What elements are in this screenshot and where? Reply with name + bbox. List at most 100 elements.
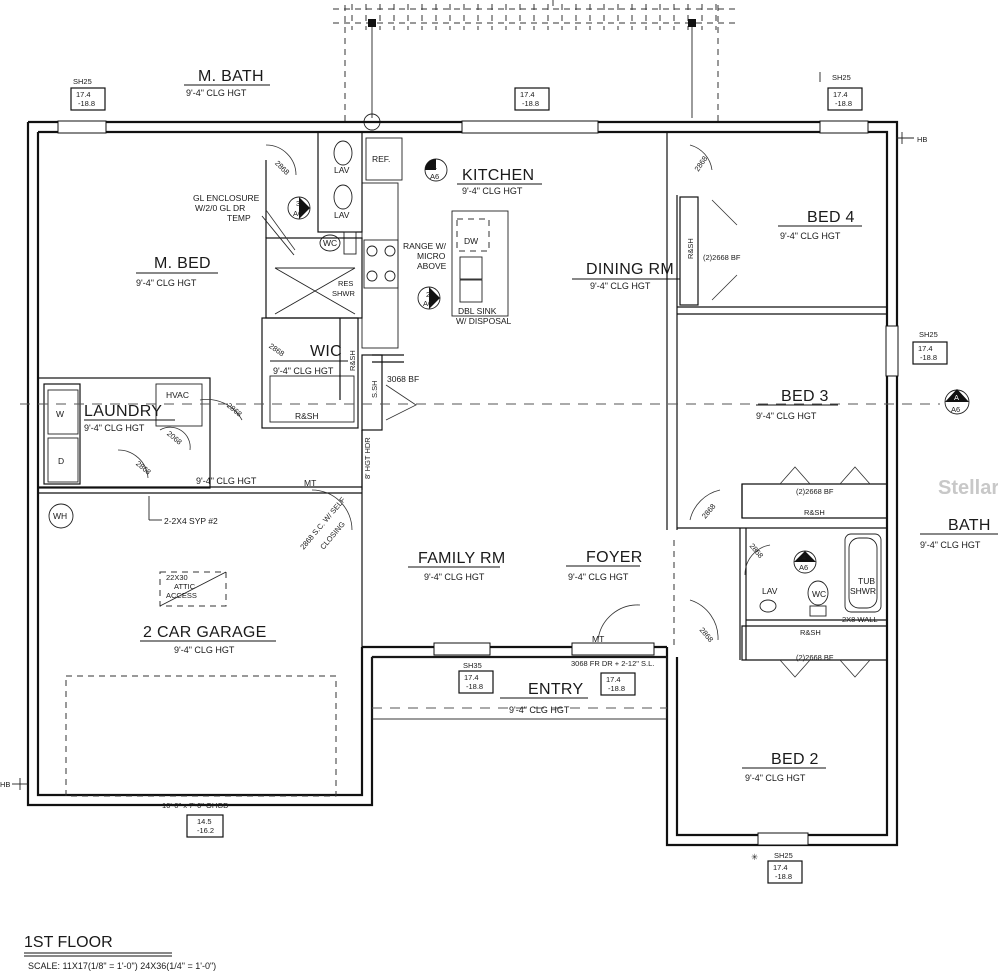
svg-text:GL ENCLOSURE: GL ENCLOSURE	[193, 193, 260, 203]
interior-walls	[20, 131, 940, 797]
svg-text:17.4: 17.4	[773, 863, 788, 872]
svg-text:R&SH: R&SH	[686, 238, 695, 259]
svg-text:MICRO: MICRO	[417, 251, 446, 261]
window-tag-nw: SH25 17.4 -18.8	[70, 77, 106, 111]
room-laundry: LAUNDRY	[84, 403, 162, 420]
svg-text:9'-4" CLG HGT: 9'-4" CLG HGT	[186, 88, 247, 98]
svg-text:-18.8: -18.8	[78, 99, 95, 108]
svg-text:2868: 2868	[134, 459, 153, 477]
svg-text:9'-4" CLG HGT: 9'-4" CLG HGT	[509, 705, 570, 715]
svg-text:17.4: 17.4	[76, 90, 91, 99]
svg-text:9'-4" CLG HGT: 9'-4" CLG HGT	[84, 423, 145, 433]
window-tag-south: SH25 17.4 -18.8	[767, 851, 803, 884]
room-bed4: BED 4	[807, 209, 855, 226]
room-master-bath: M. BATH	[198, 68, 264, 85]
svg-text:-18.8: -18.8	[522, 99, 539, 108]
svg-text:9'-4" CLG HGT: 9'-4" CLG HGT	[273, 366, 334, 376]
room-underlines	[84, 84, 998, 769]
svg-text:9'-4" CLG HGT: 9'-4" CLG HGT	[424, 572, 485, 582]
svg-text:✳: ✳	[751, 852, 758, 862]
svg-text:9'-4" CLG HGT: 9'-4" CLG HGT	[756, 411, 817, 421]
section-marker-2: 2 A6	[417, 286, 441, 310]
svg-text:2868: 2868	[700, 502, 718, 521]
svg-text:2868: 2868	[267, 341, 286, 358]
svg-text:(2)2668 BF: (2)2668 BF	[796, 653, 834, 662]
svg-text:TUB: TUB	[858, 576, 875, 586]
svg-text:-18.8: -18.8	[835, 99, 852, 108]
svg-text:17.4: 17.4	[464, 673, 479, 682]
window-tag-top: 17.4 -18.8	[514, 87, 550, 111]
svg-text:9'-4" CLG HGT: 9'-4" CLG HGT	[920, 540, 981, 550]
section-marker-1: 1 A6	[424, 158, 448, 182]
svg-text:9'-4" CLG HGT: 9'-4" CLG HGT	[196, 476, 257, 486]
svg-text:3068 BF: 3068 BF	[387, 374, 419, 384]
svg-text:4: 4	[802, 553, 806, 562]
window-tag-door: 17.4 -18.8	[600, 672, 636, 696]
svg-text:TEMP: TEMP	[227, 213, 251, 223]
svg-text:SHWR: SHWR	[332, 289, 355, 298]
svg-text:SH25: SH25	[919, 330, 938, 339]
svg-text:HVAC: HVAC	[166, 390, 189, 400]
svg-text:1: 1	[433, 162, 437, 171]
svg-text:9'-4" CLG HGT: 9'-4" CLG HGT	[136, 278, 197, 288]
svg-text:A: A	[954, 393, 959, 402]
room-kitchen: KITCHEN	[462, 167, 534, 184]
svg-text:-18.8: -18.8	[608, 684, 625, 693]
window-tag-ne: SH25 17.4 -18.8	[827, 73, 863, 111]
plan-title: 1ST FLOOR	[24, 934, 113, 951]
svg-text:A6: A6	[951, 405, 960, 414]
svg-text:9'-4" CLG HGT: 9'-4" CLG HGT	[745, 773, 806, 783]
svg-text:2868: 2868	[698, 625, 716, 644]
svg-text:DBL SINK: DBL SINK	[458, 306, 497, 316]
svg-text:RES: RES	[338, 279, 353, 288]
svg-text:2868: 2868	[273, 159, 291, 177]
svg-text:W/ DISPOSAL: W/ DISPOSAL	[456, 316, 512, 326]
svg-text:MT: MT	[592, 634, 604, 644]
svg-text:3068 FR DR + 2-12" S.L.: 3068 FR DR + 2-12" S.L.	[571, 659, 654, 668]
svg-text:MT: MT	[304, 478, 316, 488]
svg-text:3: 3	[296, 199, 300, 208]
svg-text:17.4: 17.4	[833, 90, 848, 99]
svg-text:R&SH: R&SH	[800, 628, 821, 637]
room-dining: DINING RM	[586, 261, 674, 278]
svg-text:9'-4" CLG HGT: 9'-4" CLG HGT	[590, 281, 651, 291]
svg-text:(2)2668 BF: (2)2668 BF	[796, 487, 834, 496]
svg-text:17.4: 17.4	[606, 675, 621, 684]
svg-text:WC: WC	[323, 238, 337, 248]
svg-text:D: D	[58, 456, 64, 466]
window-tag-front: SH35 17.4 -18.8	[458, 661, 494, 694]
svg-text:ACCESS: ACCESS	[166, 591, 197, 600]
room-labels: M. BATH 9'-4" CLG HGT M. BED 9'-4" CLG H…	[84, 68, 990, 783]
svg-text:RANGE W/: RANGE W/	[403, 241, 447, 251]
svg-text:SHWR: SHWR	[850, 586, 876, 596]
window-tag-garage-door: 14.5 -16.2	[186, 814, 224, 838]
svg-text:A6: A6	[293, 209, 302, 218]
svg-text:A6: A6	[430, 172, 439, 181]
svg-text:9'-4" CLG HGT: 9'-4" CLG HGT	[780, 231, 841, 241]
svg-text:HB: HB	[0, 780, 10, 789]
svg-text:17.4: 17.4	[918, 344, 933, 353]
room-garage: 2 CAR GARAGE	[143, 624, 267, 641]
svg-text:2X8 WALL: 2X8 WALL	[842, 615, 878, 624]
svg-text:9'-4" CLG HGT: 9'-4" CLG HGT	[462, 186, 523, 196]
svg-text:LAV: LAV	[762, 586, 778, 596]
svg-text:SH25: SH25	[832, 73, 851, 82]
svg-text:SH35: SH35	[463, 661, 482, 670]
svg-text:2: 2	[426, 290, 430, 299]
svg-text:ATTIC: ATTIC	[174, 582, 196, 591]
room-master-bed: M. BED	[154, 255, 211, 272]
watermark: Stellar	[938, 477, 998, 499]
windows	[57, 120, 899, 846]
svg-text:R&SH: R&SH	[804, 508, 825, 517]
svg-text:W/2/0 GL DR: W/2/0 GL DR	[195, 203, 245, 213]
svg-text:LAV: LAV	[334, 210, 350, 220]
room-bed2: BED 2	[771, 751, 819, 768]
svg-text:SH25: SH25	[73, 77, 92, 86]
svg-text:-18.8: -18.8	[466, 682, 483, 691]
svg-text:8' HGT HDR: 8' HGT HDR	[363, 437, 372, 479]
svg-text:WH: WH	[53, 511, 67, 521]
svg-text:DW: DW	[464, 236, 478, 246]
room-entry: ENTRY	[528, 681, 583, 698]
svg-text:R&SH: R&SH	[348, 350, 357, 371]
